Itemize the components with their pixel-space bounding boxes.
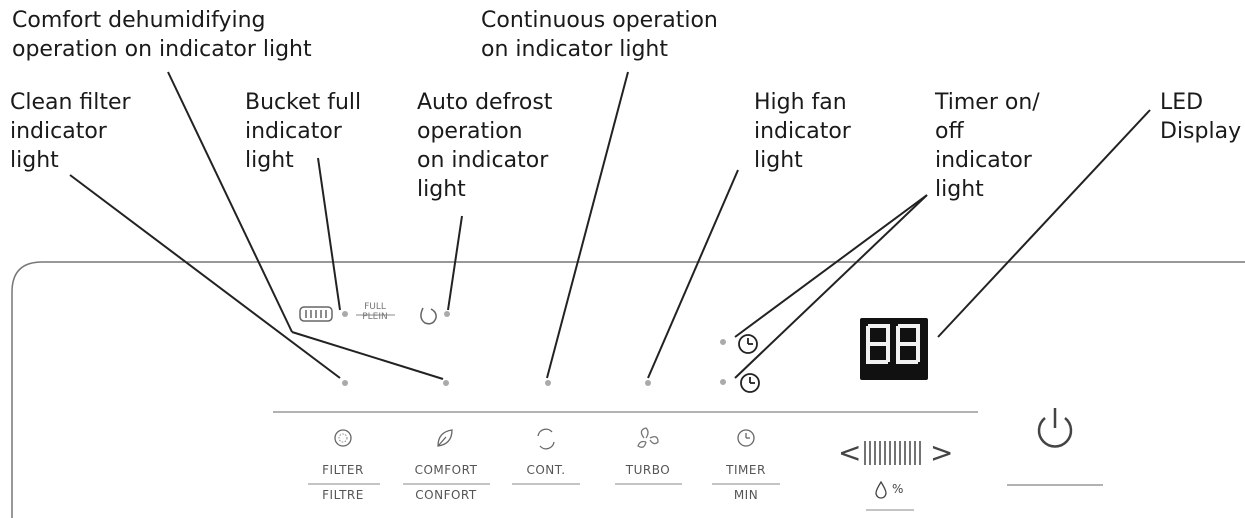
leaf-icon [437, 429, 453, 447]
clock-icon [737, 429, 755, 447]
filter-label: FILTER [322, 463, 364, 477]
led-display [860, 318, 928, 380]
timer-label: TIMER [726, 463, 766, 477]
comfort-label: COMFORT [414, 463, 478, 477]
comfort-button[interactable]: COMFORT CONFORT [406, 463, 486, 502]
cont-button[interactable]: CONT. [506, 463, 586, 477]
filter-icon [334, 429, 352, 447]
timer-on-icon [738, 334, 758, 354]
defrost-icon [420, 307, 437, 325]
panel-outline [11, 261, 1245, 518]
droplet-icon [875, 480, 887, 499]
full-label: FULL PLEIN [362, 302, 388, 322]
humidity-level-bars [864, 441, 921, 465]
fan-icon [637, 427, 659, 448]
bucket-icon [299, 306, 333, 322]
power-button-icon [1037, 408, 1073, 448]
confort-label: CONFORT [415, 488, 477, 502]
power-button[interactable] [1030, 400, 1080, 450]
cont-label: CONT. [526, 463, 566, 477]
humidity-percent: % [892, 482, 904, 496]
turbo-button[interactable]: TURBO [608, 463, 688, 477]
timer-off-icon [740, 373, 760, 393]
humidity-left-arrow[interactable]: < [838, 436, 862, 469]
cycle-icon [537, 428, 555, 450]
timer-button[interactable]: TIMER MIN [706, 463, 786, 502]
led-segments [866, 324, 920, 364]
filtre-label: FILTRE [322, 488, 364, 502]
min-label: MIN [733, 488, 759, 502]
turbo-label: TURBO [625, 463, 671, 477]
humidity-right-arrow[interactable]: > [930, 436, 954, 469]
filter-button[interactable]: FILTER FILTRE [303, 463, 383, 502]
